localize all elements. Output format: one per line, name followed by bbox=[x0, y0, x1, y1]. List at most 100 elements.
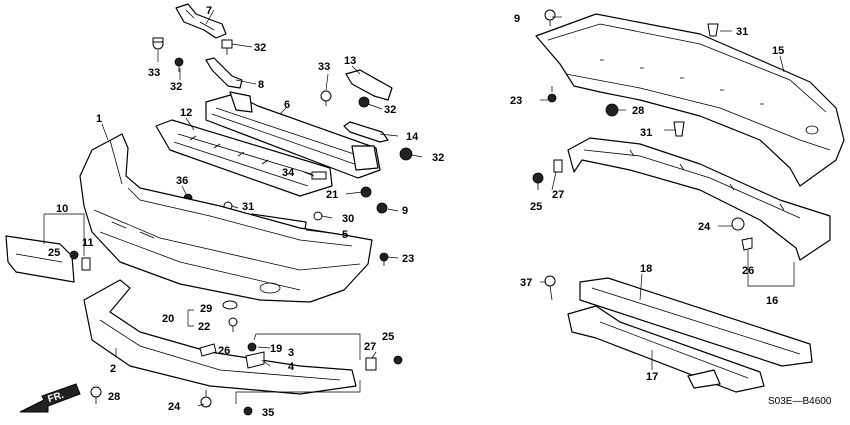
callout-23: 23 bbox=[402, 253, 414, 265]
callout-37: 37 bbox=[520, 277, 532, 289]
callout-13: 13 bbox=[344, 55, 356, 67]
callout-30: 30 bbox=[342, 213, 354, 225]
callout-9: 9 bbox=[514, 13, 520, 25]
callout-labels: 7 32 33 32 8 1 12 6 13 33 32 14 34 32 36… bbox=[47, 5, 832, 419]
callout-18: 18 bbox=[640, 263, 652, 275]
callout-25: 25 bbox=[530, 201, 542, 213]
clip-31-c bbox=[673, 121, 685, 137]
clip-31-b bbox=[707, 23, 719, 37]
leader-lines bbox=[43, 9, 795, 407]
callout-4: 4 bbox=[288, 361, 295, 373]
callout-31: 31 bbox=[640, 127, 652, 139]
clip-9-a bbox=[376, 202, 388, 214]
clip-9-b bbox=[544, 9, 556, 26]
absorber-12 bbox=[155, 119, 333, 197]
clip-33-b bbox=[320, 90, 332, 106]
callout-32: 32 bbox=[432, 152, 444, 164]
bolt-34 bbox=[311, 171, 327, 180]
callout-8: 8 bbox=[258, 79, 264, 91]
callout-25: 25 bbox=[48, 247, 60, 259]
bolt-23-a bbox=[379, 252, 389, 266]
callout-5: 5 bbox=[342, 229, 348, 241]
license-bracket-10 bbox=[5, 235, 75, 283]
callout-26: 26 bbox=[742, 265, 754, 277]
callout-28: 28 bbox=[108, 391, 120, 403]
callout-23: 23 bbox=[510, 95, 522, 107]
callout-6: 6 bbox=[284, 99, 290, 111]
rear-lower-garnish-16 bbox=[567, 137, 831, 261]
callout-32: 32 bbox=[384, 104, 396, 116]
rear-bumper-face-15 bbox=[535, 13, 845, 187]
callout-9: 9 bbox=[402, 205, 408, 217]
bolt-25-a bbox=[69, 250, 79, 260]
clip-35 bbox=[243, 406, 253, 416]
callout-34: 34 bbox=[282, 167, 295, 179]
callout-28: 28 bbox=[632, 105, 644, 117]
clip-33-a bbox=[152, 37, 164, 50]
bolt-37 bbox=[544, 275, 556, 301]
callout-1: 1 bbox=[96, 113, 102, 125]
stay-14 bbox=[343, 121, 389, 143]
callout-12: 12 bbox=[180, 107, 192, 119]
stay-8 bbox=[205, 57, 243, 89]
callout-25: 25 bbox=[382, 331, 394, 343]
clip-30 bbox=[313, 211, 323, 221]
bracket-13 bbox=[345, 69, 393, 101]
callout-15: 15 bbox=[772, 45, 784, 57]
bolt-22 bbox=[228, 317, 238, 332]
callout-31: 31 bbox=[242, 201, 254, 213]
bracket-7 bbox=[175, 3, 227, 39]
callout-19: 19 bbox=[270, 343, 282, 355]
bolt-32-c bbox=[358, 96, 370, 108]
front-direction-arrow bbox=[19, 383, 81, 413]
callout-22: 22 bbox=[198, 321, 210, 333]
callout-32: 32 bbox=[170, 81, 182, 93]
lip-spoiler-2 bbox=[83, 279, 357, 395]
front-bumper-face-1 bbox=[79, 133, 373, 303]
callout-11: 11 bbox=[82, 237, 94, 249]
nut-19 bbox=[247, 342, 257, 352]
clip-26-b bbox=[741, 237, 753, 251]
bolt-32-a bbox=[221, 39, 233, 55]
rear-absorber-17 bbox=[567, 305, 765, 393]
clip-26-a bbox=[199, 343, 217, 357]
clip-11 bbox=[81, 257, 91, 271]
callout-20: 20 bbox=[162, 313, 174, 325]
diagram-code: S03E—B4600 bbox=[768, 396, 832, 407]
callout-24: 24 bbox=[168, 401, 181, 413]
callout-2: 2 bbox=[110, 363, 116, 375]
bracket-3-4 bbox=[245, 351, 265, 369]
bolt-32-b bbox=[174, 57, 184, 72]
clip-25-c bbox=[532, 172, 544, 190]
bolt-23-b bbox=[547, 86, 557, 103]
callout-7: 7 bbox=[206, 5, 212, 17]
callout-33: 33 bbox=[318, 61, 330, 73]
callout-27: 27 bbox=[364, 341, 376, 353]
callout-26: 26 bbox=[218, 345, 230, 357]
callout-32: 32 bbox=[254, 42, 266, 54]
callout-29: 29 bbox=[200, 303, 212, 315]
callout-33: 33 bbox=[148, 67, 160, 79]
callout-17: 17 bbox=[646, 371, 658, 383]
beam-6 bbox=[205, 91, 381, 179]
callout-21: 21 bbox=[326, 189, 338, 201]
bolt-21 bbox=[360, 186, 372, 198]
callout-14: 14 bbox=[406, 131, 419, 143]
bolt-25-b bbox=[393, 355, 403, 365]
bolt-24-b bbox=[731, 217, 745, 231]
washer-29 bbox=[222, 300, 238, 310]
callout-24: 24 bbox=[698, 221, 711, 233]
callout-35: 35 bbox=[262, 407, 274, 419]
callout-31: 31 bbox=[736, 26, 748, 38]
bolt-32-d bbox=[399, 147, 413, 161]
callout-16: 16 bbox=[766, 295, 778, 307]
bolt-28-a bbox=[90, 386, 102, 404]
front-direction-label: FR. bbox=[47, 390, 66, 406]
callout-36: 36 bbox=[176, 175, 188, 187]
rear-beam-18 bbox=[579, 277, 813, 367]
clip-27-a bbox=[365, 357, 377, 371]
callout-3: 3 bbox=[288, 347, 294, 359]
clip-28-b bbox=[605, 103, 619, 117]
callout-10: 10 bbox=[56, 203, 68, 215]
